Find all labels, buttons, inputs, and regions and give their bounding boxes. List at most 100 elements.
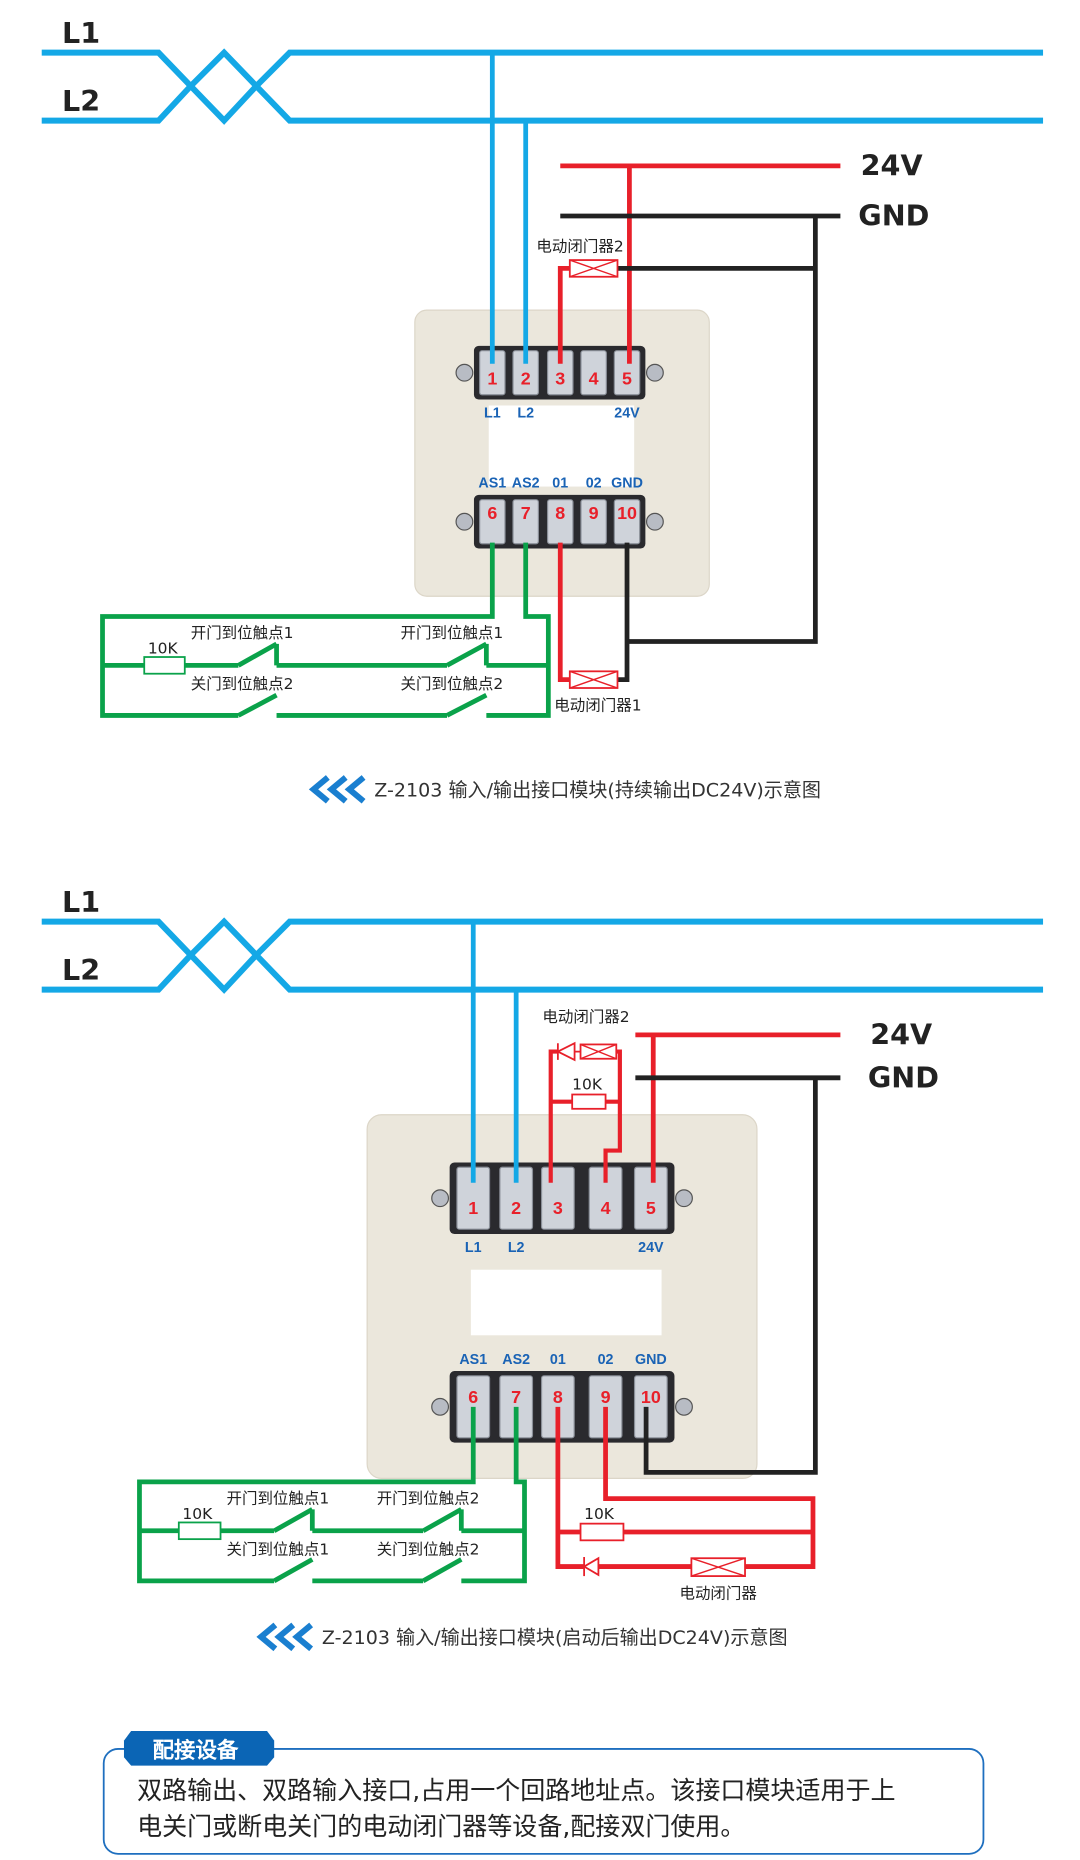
label-closer2: 电动闭门器2	[536, 238, 623, 256]
screw-icon	[675, 1189, 693, 1208]
label-closer: 电动闭门器	[679, 1585, 757, 1603]
label-closer1: 电动闭门器1	[554, 697, 641, 715]
bus-label-l1: L1	[62, 885, 100, 919]
label-contact: 关门到位触点2	[377, 1541, 480, 1559]
terminal-number: 7	[511, 1387, 521, 1407]
label-contact: 开门到位触点1	[226, 1489, 329, 1507]
label-resistor: 10K	[572, 1076, 603, 1094]
terminal-label: 01	[550, 1352, 566, 1368]
line-gnd	[635, 1075, 841, 1475]
resistor-10k	[177, 1521, 222, 1541]
label-contact: 关门到位触点1	[226, 1541, 329, 1559]
bus-line-l1	[41, 49, 1044, 125]
screw-icon	[645, 512, 664, 531]
door-closer-2	[579, 1043, 618, 1060]
label-resistor: 10K	[148, 639, 179, 657]
terminal-number: 2	[521, 369, 531, 389]
line-24v	[560, 163, 841, 364]
terminal-number: 1	[487, 369, 497, 389]
bus-label-l2: L2	[62, 84, 100, 118]
label-contact: 关门到位触点2	[191, 675, 294, 693]
bus-line-l1	[41, 918, 1044, 994]
resistor-10k	[579, 1522, 625, 1542]
diode-icon	[582, 1556, 600, 1577]
module-window	[488, 405, 635, 487]
caption-diagram1: Z-2103 输入/输出接口模块(持续输出DC24V)示意图	[374, 779, 821, 801]
resistor-10k	[143, 656, 186, 675]
label-contact: 关门到位触点2	[401, 675, 504, 693]
info-box	[102, 1748, 985, 1855]
screw-icon	[645, 363, 664, 382]
terminal-label: L1	[484, 405, 501, 421]
green-loop	[100, 542, 551, 718]
terminal-label: GND	[611, 476, 643, 492]
terminal-label: GND	[635, 1352, 667, 1368]
wire-closer1-red	[557, 542, 570, 683]
bus-label-l1: L1	[62, 16, 100, 50]
screw-icon	[455, 363, 474, 382]
label-24v: 24V	[861, 148, 923, 182]
terminal-number: 8	[553, 1387, 563, 1407]
screw-icon	[455, 512, 474, 531]
terminal-number: 5	[622, 369, 632, 389]
terminal-number: 9	[589, 503, 599, 523]
terminal-label: AS1	[478, 476, 506, 492]
info-text-line: 双路输出、双路输入接口,占用一个回路地址点。该接口模块适用于上	[137, 1776, 895, 1805]
terminal-number: 7	[521, 503, 531, 523]
terminal-top	[580, 350, 607, 396]
label-resistor: 10K	[584, 1505, 615, 1523]
terminal-number: 10	[641, 1387, 661, 1407]
diode-icon	[555, 1041, 581, 1062]
terminal-number: 6	[487, 503, 497, 523]
label-gnd: GND	[858, 198, 929, 232]
wire-closer2-red	[557, 266, 570, 364]
bus-line-l2	[41, 917, 1044, 993]
line-24v	[635, 1032, 841, 1183]
terminal-number: 5	[646, 1198, 656, 1218]
caption-diagram2: Z-2103 输入/输出接口模块(启动后输出DC24V)示意图	[322, 1627, 788, 1649]
label-contact: 开门到位触点2	[377, 1489, 480, 1507]
terminal-bottom	[633, 1375, 668, 1439]
terminal-label: 24V	[638, 1240, 664, 1256]
door-closer-2	[568, 259, 619, 278]
label-closer2: 电动闭门器2	[542, 1008, 629, 1026]
door-closer	[690, 1557, 746, 1577]
green-loop	[137, 1406, 527, 1584]
terminal-number: 4	[589, 369, 599, 389]
chevrons-icon	[256, 1622, 314, 1652]
terminal-label: AS1	[459, 1352, 487, 1368]
terminal-number: 4	[601, 1198, 611, 1218]
terminal-label: 01	[552, 476, 568, 492]
info-text-line: 电关门或断电关门的电动闭门器等设备,配接双门使用。	[137, 1812, 745, 1841]
label-contact: 开门到位触点1	[401, 624, 504, 642]
screw-icon	[675, 1397, 693, 1416]
terminal-number: 10	[617, 503, 637, 523]
label-contact: 开门到位触点1	[191, 624, 294, 642]
bus-label-l2: L2	[62, 953, 100, 987]
label-24v: 24V	[870, 1017, 932, 1051]
chevrons-icon	[308, 775, 366, 804]
terminal-number: 9	[601, 1387, 611, 1407]
resistor-10k	[571, 1093, 607, 1110]
terminal-label: 02	[598, 1352, 614, 1368]
screw-icon	[431, 1397, 450, 1416]
info-panel: 配接设备 双路输出、双路输入接口,占用一个回路地址点。该接口模块适用于上 电关门…	[102, 1731, 985, 1855]
terminal-label: AS2	[502, 1352, 530, 1368]
terminal-number: 1	[468, 1198, 478, 1218]
terminal-label: AS2	[512, 476, 540, 492]
screw-icon	[431, 1189, 450, 1208]
red-output-loop	[555, 1406, 816, 1569]
bus-line-l2	[41, 48, 1044, 124]
terminal-number: 3	[555, 369, 565, 389]
module-window	[470, 1269, 662, 1336]
label-resistor: 10K	[182, 1505, 213, 1523]
terminal-label: 02	[586, 476, 602, 492]
door-closer-1	[568, 670, 619, 689]
